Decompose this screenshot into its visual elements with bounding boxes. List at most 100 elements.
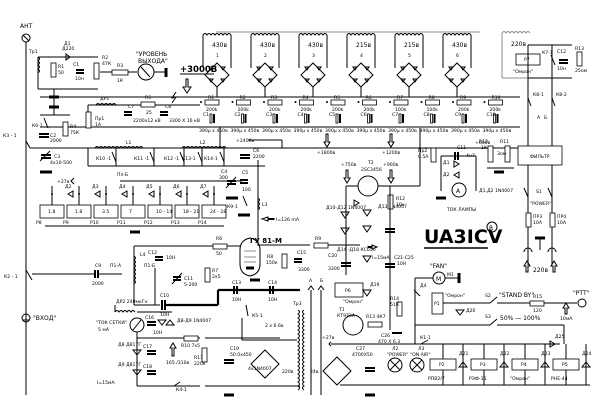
svg-text:R2: R2 xyxy=(102,55,108,61)
mains-plug-pin xyxy=(547,247,557,253)
r6-resistor xyxy=(212,243,228,250)
band-diode-7: Д7 xyxy=(200,184,209,198)
svg-text:Д21: Д21 xyxy=(459,351,469,357)
svg-text:L2: L2 xyxy=(200,140,206,146)
mains-voltage-label: 220в xyxy=(533,267,548,274)
tank-circuit: L1 L2 +2400в C6 2200 C4 300 C5 100 К9-1 … xyxy=(57,127,300,246)
svg-text:C7: C7 xyxy=(128,104,134,110)
band-diode-5: Д5 xyxy=(146,184,155,198)
svg-text:Д2: Д2 xyxy=(443,172,450,178)
diode-icon xyxy=(400,78,406,83)
ptt-connector-icon xyxy=(577,298,587,308)
svg-text:Б: Б xyxy=(544,115,547,121)
svg-text:C4: C4 xyxy=(221,169,227,175)
svg-text:25: 25 xyxy=(146,110,152,116)
band-diode-2: Д2 xyxy=(65,184,74,198)
svg-text:П1-Б: П1-Б xyxy=(144,263,155,269)
svg-text:I=126 mA: I=126 mA xyxy=(276,217,300,223)
l2-coil xyxy=(181,146,227,149)
winding-voltage: 215в xyxy=(404,42,419,49)
svg-text:Д1: Д1 xyxy=(443,160,450,166)
svg-text:К7-1: К7-1 xyxy=(542,50,553,56)
resistor-value: 200k xyxy=(238,107,250,113)
svg-text:Д25: Д25 xyxy=(555,334,565,340)
diode-icon xyxy=(448,66,454,71)
svg-text:R11: R11 xyxy=(500,139,509,145)
winding-coil xyxy=(202,33,232,36)
svg-text:R3: R3 xyxy=(117,63,123,69)
lamp-current-ammeter-icon xyxy=(451,182,467,198)
band-label: 24 - 28 xyxy=(210,209,226,215)
gu81-tube xyxy=(239,237,261,277)
t2-transistor xyxy=(357,175,379,197)
svg-text:Пл-Б: Пл-Б xyxy=(117,172,128,178)
svg-text:47К: 47К xyxy=(102,61,112,67)
svg-text:C12: C12 xyxy=(557,49,566,55)
svg-text:R14: R14 xyxy=(390,296,399,302)
svg-text:Пр1: Пр1 xyxy=(95,116,104,122)
svg-text:Л3: Л3 xyxy=(418,346,424,352)
pr3-fuse xyxy=(525,212,532,228)
svg-text:S3: S3 xyxy=(485,314,491,320)
resistor-name: R2 xyxy=(240,95,246,101)
svg-text:Т1: Т1 xyxy=(338,307,345,313)
winding-coil xyxy=(346,33,376,36)
mains-filter xyxy=(517,145,563,166)
svg-text:Тр3: Тр3 xyxy=(292,301,302,307)
relay-type: РНЕ-44 xyxy=(551,376,568,382)
winding-index: 3 xyxy=(312,53,315,59)
svg-text:220в: 220в xyxy=(282,369,294,375)
winding-index: 6 xyxy=(456,53,459,59)
relay-type: РЭФ-15 xyxy=(469,376,487,382)
diode-icon xyxy=(400,66,406,71)
svg-text:10Н: 10Н xyxy=(166,255,175,261)
diode-icon xyxy=(352,78,358,83)
diode-icon xyxy=(156,319,168,326)
svg-text:50.0х450: 50.0х450 xyxy=(230,352,252,358)
winding-index: 4 xyxy=(360,53,363,59)
relay-name: Р8 xyxy=(36,220,42,226)
resistor-value: 200k xyxy=(490,107,502,113)
svg-text:"POWER": "POWER" xyxy=(530,201,551,207)
hv-taps: +1800в +1200в xyxy=(317,133,401,156)
svg-text:R11: R11 xyxy=(194,355,203,361)
svg-text:I=15мА: I=15мА xyxy=(372,255,391,261)
screen-regulator: +750в +900в Т2 2SC3456 Пр2 0.5А Д10-Д12 … xyxy=(326,128,437,345)
resistor-value: 200k xyxy=(269,107,281,113)
svg-text:C20: C20 xyxy=(328,253,337,259)
svg-text:120: 120 xyxy=(533,308,542,314)
svg-text:Д1,Д2 1N4007: Д1,Д2 1N4007 xyxy=(479,188,513,194)
capacitor-value: 390µ x 450в xyxy=(262,128,291,134)
svg-text:10Н: 10Н xyxy=(268,297,277,303)
resistor-name: R8 xyxy=(429,95,435,101)
tr3-transformer xyxy=(297,309,300,391)
svg-text:C14: C14 xyxy=(268,280,277,286)
svg-text:К2 - 1: К2 - 1 xyxy=(4,274,18,280)
svg-text:R12: R12 xyxy=(479,139,488,145)
svg-text:К1-1: К1-1 xyxy=(420,335,431,341)
svg-text:К5-1: К5-1 xyxy=(252,313,263,319)
diode-icon xyxy=(164,319,176,326)
antenna-label: АНТ xyxy=(20,23,33,30)
pr2-fuse xyxy=(430,147,437,163)
tap-label-1800: +1800в xyxy=(317,150,336,156)
svg-text:3300: 3300 xyxy=(298,267,310,273)
relay-name: Р5 xyxy=(562,362,568,368)
r9-resistor xyxy=(313,242,329,249)
diode-icon xyxy=(460,66,466,71)
diode-bridge-1 xyxy=(250,349,280,379)
winding-index: 2 xyxy=(264,53,267,59)
svg-text:24в: 24в xyxy=(310,369,319,375)
capacitor-value: 390µ x 450в xyxy=(357,128,386,134)
svg-text:C27: C27 xyxy=(356,346,365,352)
svg-text:А: А xyxy=(537,115,541,121)
